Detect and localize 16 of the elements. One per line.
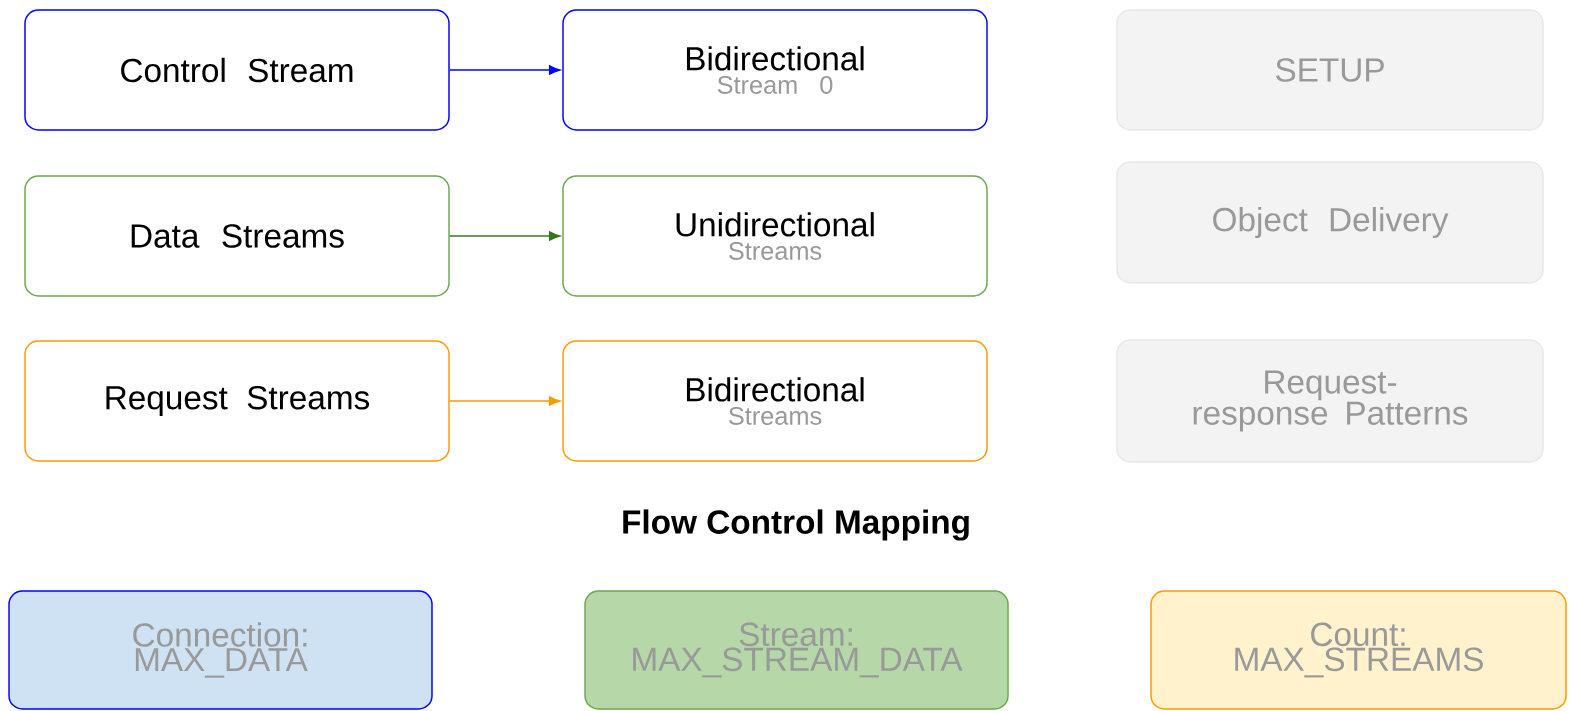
process-box: Request Streams (24, 340, 450, 462)
process-box: Control Stream (24, 9, 450, 131)
info-box: Connection: MAX_DATA (8, 590, 433, 710)
arrow (449, 396, 561, 406)
process-box: Data Streams (24, 175, 450, 297)
info-box: Stream: MAX_STREAM_DATA (584, 590, 1009, 710)
process-box: Bidirectional Stream 0 (562, 9, 988, 131)
section-heading: Flow Control Mapping (623, 509, 969, 541)
process-box: Bidirectional Streams (562, 340, 988, 462)
arrow (449, 65, 561, 75)
info-box: SETUP (1116, 9, 1544, 131)
info-box: Count: MAX_STREAMS (1150, 590, 1567, 710)
info-box: Request-response Patterns (1116, 339, 1544, 463)
arrow (449, 231, 561, 241)
info-box: Object Delivery (1116, 161, 1544, 284)
process-box: Unidirectional Streams (562, 175, 988, 297)
